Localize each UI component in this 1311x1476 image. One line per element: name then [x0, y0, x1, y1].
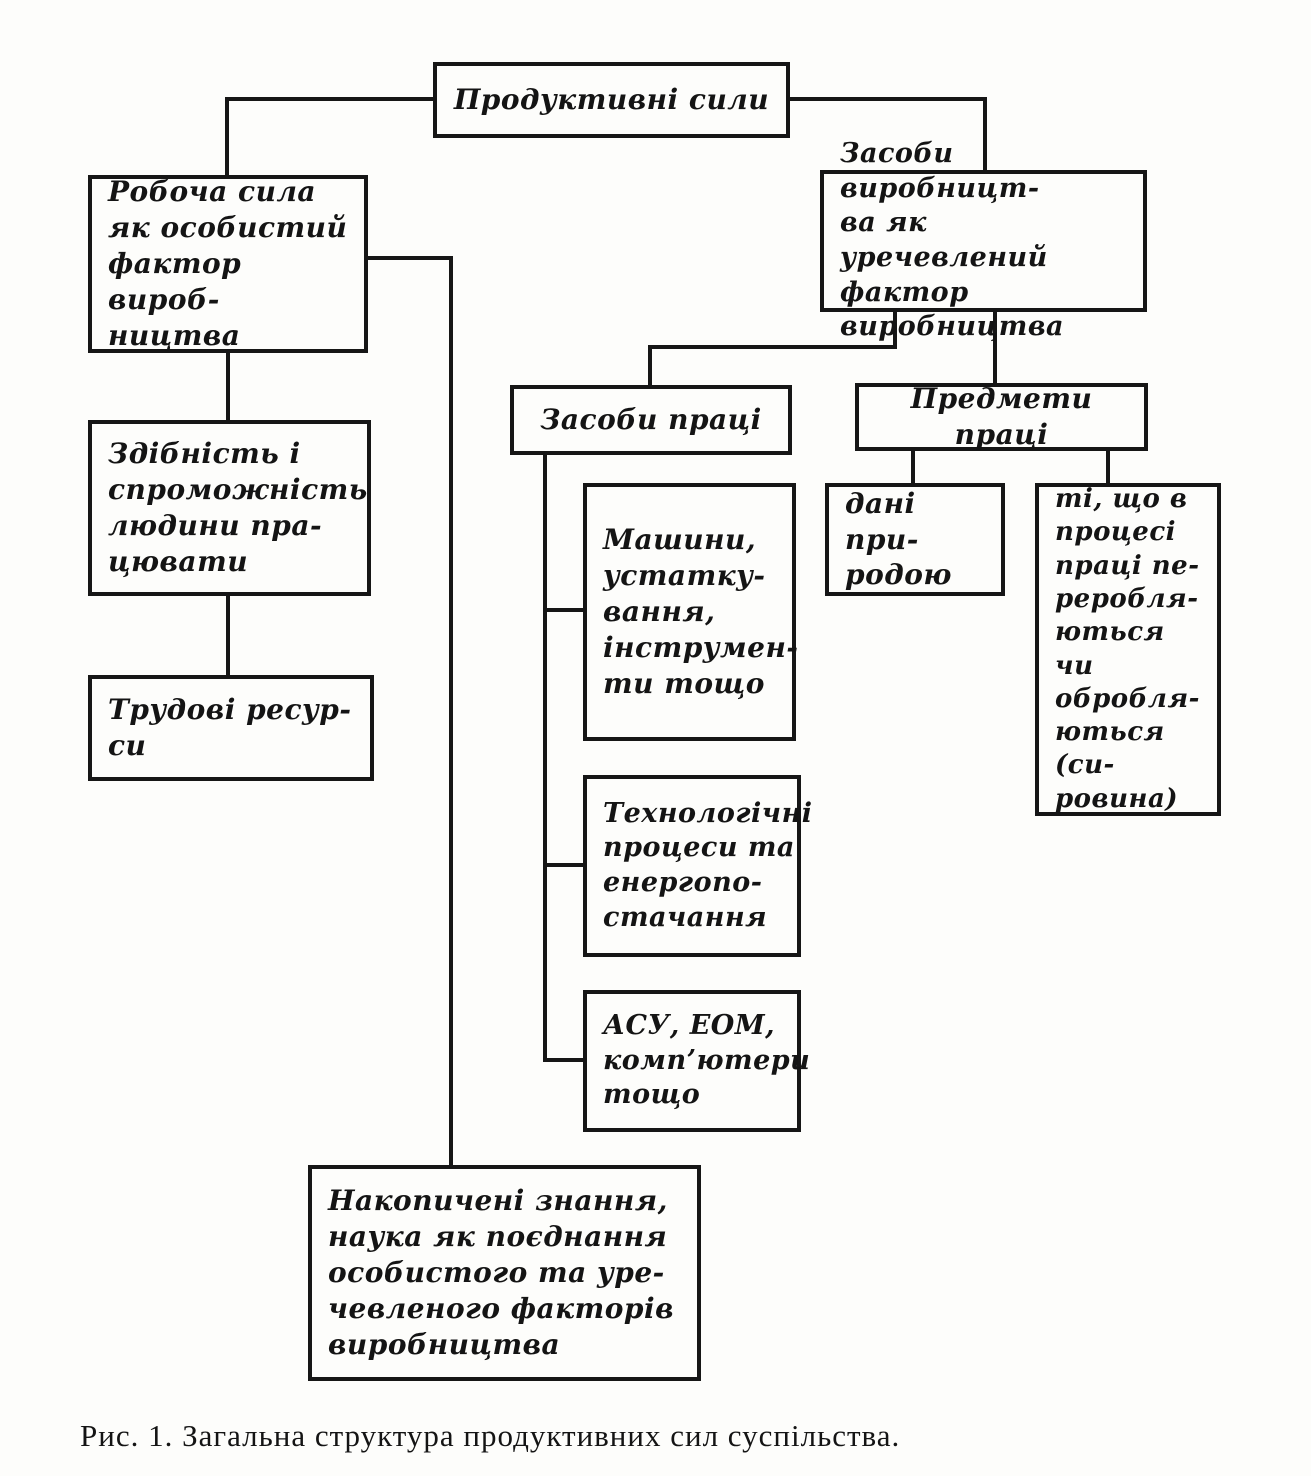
- connector-means-horizontal: [648, 345, 897, 349]
- node-labor-resources: Трудові ресур- си: [88, 675, 374, 781]
- figure-caption: Рис. 1. Загальна структура продуктивних …: [80, 1418, 900, 1454]
- connector-means-to-meansoflabor: [648, 345, 652, 387]
- node-labor-resources-label: Трудові ресур- си: [108, 693, 352, 762]
- connector-means-stub-down: [893, 310, 897, 349]
- connector-stub-machines: [543, 608, 587, 612]
- node-labor-force: Робоча сила як особистий фактор вироб- н…: [88, 175, 368, 353]
- node-root: Продуктивні сили: [433, 62, 790, 138]
- connector-root-left-horizontal: [225, 97, 435, 101]
- node-computers: АСУ, ЕОМ, комп’ютери тощо: [583, 990, 810, 1132]
- connector-objects-to-nature: [911, 449, 915, 485]
- connector-objects-to-processed: [1106, 449, 1110, 485]
- connector-means-to-objects: [993, 310, 997, 385]
- node-ability-label: Здібність і спроможність людини пра- цюв…: [108, 437, 368, 578]
- node-means-production: Засоби виробницт- ва як уречевлений факт…: [820, 138, 1147, 342]
- connector-laborforce-knowledge-horizontal: [366, 256, 453, 260]
- node-ability: Здібність і спроможність людини пра- цюв…: [88, 420, 371, 596]
- node-technology: Технологічні процеси та енергопо- стачан…: [583, 775, 812, 957]
- node-computers-label: АСУ, ЕОМ, комп’ютери тощо: [603, 1010, 811, 1111]
- node-given-by-nature: дані при- родою: [825, 483, 1005, 596]
- node-root-label: Продуктивні сили: [453, 83, 770, 117]
- node-objects-of-labor-label: Предмети праці: [910, 382, 1093, 451]
- node-given-by-nature-label: дані при- родою: [845, 486, 952, 592]
- figure-caption-text: Рис. 1. Загальна структура продуктивних …: [80, 1418, 901, 1453]
- connector-stub-technology: [543, 863, 587, 867]
- connector-meansoflabor-trunk: [543, 453, 547, 1062]
- connector-laborforce-knowledge-vertical: [449, 256, 453, 1167]
- connector-root-right-horizontal: [788, 97, 987, 101]
- node-knowledge-label: Накопичені знання, наука як поєднання ос…: [328, 1184, 675, 1361]
- node-means-of-labor: Засоби праці: [510, 385, 792, 455]
- node-processed-label: ті, що в процесі праці пе- реробля- ютьс…: [1055, 484, 1200, 814]
- node-labor-force-label: Робоча сила як особистий фактор вироб- н…: [108, 175, 348, 352]
- node-technology-label: Технологічні процеси та енергопо- стачан…: [603, 797, 813, 933]
- node-objects-of-labor: Предмети праці: [855, 382, 1148, 451]
- node-machines: Машини, устатку- вання, інструмен- ти то…: [583, 483, 799, 741]
- connector-stub-computers: [543, 1058, 587, 1062]
- node-processed: ті, що в процесі праці пе- реробля- ютьс…: [1035, 483, 1221, 816]
- node-means-of-labor-label: Засоби праці: [540, 403, 762, 437]
- connector-ability-resources: [226, 594, 230, 677]
- node-means-production-label: Засоби виробницт- ва як уречевлений факт…: [840, 138, 1065, 343]
- connector-laborforce-ability: [226, 351, 230, 422]
- node-machines-label: Машини, устатку- вання, інструмен- ти то…: [603, 523, 799, 700]
- node-knowledge: Накопичені знання, наука як поєднання ос…: [308, 1165, 701, 1381]
- connector-root-left-vertical: [225, 97, 229, 177]
- connector-root-right-vertical: [983, 97, 987, 172]
